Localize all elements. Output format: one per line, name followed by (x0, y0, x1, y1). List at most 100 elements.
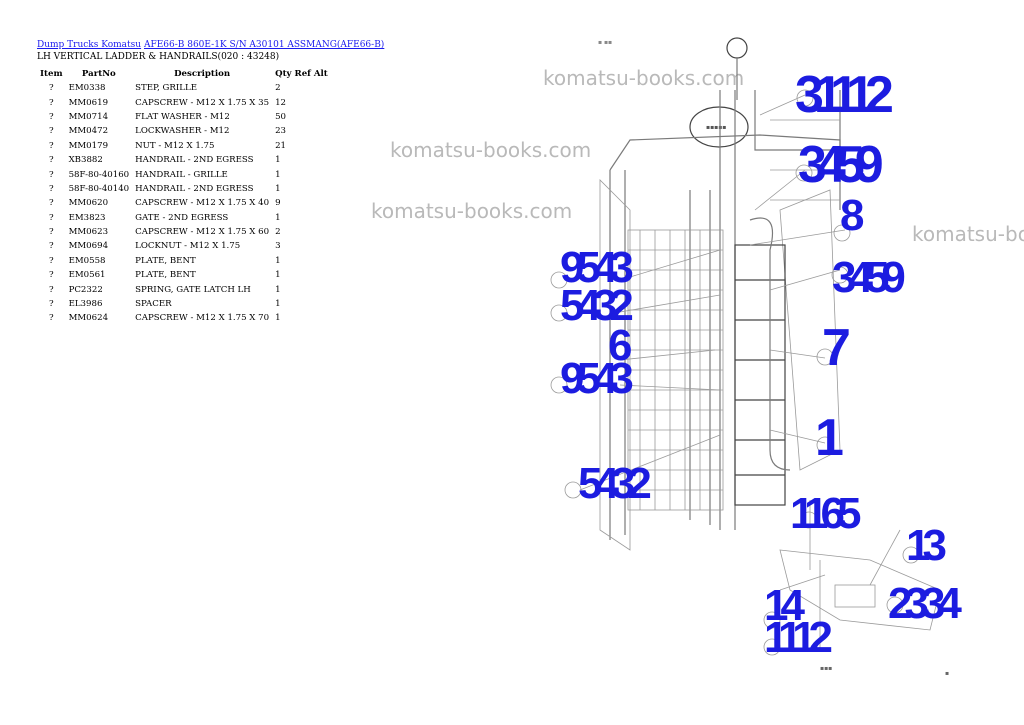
col-item: Item (40, 68, 63, 79)
cell-qty: 50 (275, 111, 287, 122)
cell-qty: 1 (275, 212, 281, 223)
cell-partno: EM0561 (68, 270, 106, 281)
cell-qty: 1 (275, 270, 281, 281)
cell-qty: 2 (275, 83, 281, 94)
table-row: ? EL3986 SPACER 1 (37, 297, 331, 311)
callout-label: 2334 (888, 579, 962, 628)
cell-description: STEP, GRILLE (135, 83, 197, 94)
cell-item: ? (48, 284, 54, 295)
exploded-parts-diagram: ▪ ▪▪ ▪▪▪▪▪ (550, 37, 970, 677)
svg-text:▪▪▪▪▪: ▪▪▪▪▪ (706, 124, 726, 131)
cell-qty: 3 (275, 241, 281, 252)
breadcrumb: Dump Trucks Komatsu AFE66-B 860E-1K S/N … (37, 40, 384, 50)
cell-item: ? (48, 126, 54, 137)
svg-text:▪: ▪ (945, 670, 949, 677)
cell-item: ? (48, 140, 54, 151)
cell-item: ? (48, 227, 54, 238)
table-row: ? EM3823 GATE - 2ND EGRESS 1 (37, 211, 331, 225)
callout-label: 3459 (832, 253, 904, 302)
callout-label: 31112 (795, 66, 892, 124)
cell-partno: MM0619 (68, 97, 109, 108)
page-subtitle: LH VERTICAL LADDER & HANDRAILS(020 : 432… (37, 52, 280, 62)
cell-item: ? (48, 111, 54, 122)
cell-item: ? (48, 198, 54, 209)
cell-partno: EM3823 (68, 212, 106, 223)
cell-description: CAPSCREW - M12 X 1.75 X 60 (135, 227, 270, 238)
cell-qty: 2 (275, 227, 281, 238)
col-qty-label: Qty (275, 68, 292, 79)
watermark: komatsu-books.com (543, 66, 745, 90)
col-ref-label: Ref (294, 68, 311, 79)
col-qty: Qty Ref Alt (272, 66, 331, 81)
cell-description: GATE - 2ND EGRESS (135, 212, 229, 223)
callout-label: 3459 (798, 136, 882, 194)
cell-qty: 1 (275, 183, 281, 194)
cell-description: LOCKWASHER - M12 (135, 126, 230, 137)
cell-partno: EM0558 (68, 255, 106, 266)
cell-qty: 9 (275, 198, 281, 209)
cell-description: SPACER (135, 299, 172, 310)
cell-item: ? (48, 241, 54, 252)
cell-description: SPRING, GATE LATCH LH (135, 284, 251, 295)
cell-description: LOCKNUT - M12 X 1.75 (135, 241, 241, 252)
cell-partno: MM0620 (68, 198, 109, 209)
callout-label: 1165 (790, 489, 861, 538)
cell-description: CAPSCREW - M12 X 1.75 X 35 (135, 97, 270, 108)
table-row: ? MM0620 CAPSCREW - M12 X 1.75 X 40 9 (37, 196, 331, 210)
table-row: ? 58F-80-40160 HANDRAIL - GRILLE 1 (37, 167, 331, 181)
cell-description: PLATE, BENT (135, 255, 196, 266)
cell-partno: PC2322 (68, 284, 103, 295)
cell-item: ? (48, 313, 54, 324)
col-description: Description (174, 68, 231, 79)
cell-description: HANDRAIL - 2ND EGRESS (135, 183, 254, 194)
table-row: ? MM0472 LOCKWASHER - M12 23 (37, 124, 331, 138)
cell-item: ? (48, 97, 54, 108)
cell-partno: MM0472 (68, 126, 109, 137)
cell-qty: 1 (275, 313, 281, 324)
cell-description: HANDRAIL - 2ND EGRESS (135, 155, 254, 166)
cell-partno: MM0624 (68, 313, 109, 324)
svg-text:▪ ▪▪: ▪ ▪▪ (598, 39, 612, 46)
cell-partno: 58F-80-40140 (68, 183, 130, 194)
cell-partno: EM0338 (68, 83, 106, 94)
cell-partno: 58F-80-40160 (68, 169, 130, 180)
cell-partno: EL3986 (68, 299, 103, 310)
cell-qty: 1 (275, 155, 281, 166)
callout-label: 1112 (764, 613, 832, 662)
cell-item: ? (48, 212, 54, 223)
col-partno: PartNo (81, 68, 116, 79)
cell-description: PLATE, BENT (135, 270, 196, 281)
cell-qty: 1 (275, 299, 281, 310)
callout-label: 8 (840, 191, 864, 240)
callout-label: 13 (906, 521, 945, 570)
table-row: ? 58F-80-40140 HANDRAIL - 2ND EGRESS 1 (37, 182, 331, 196)
watermark: komatsu-books.com (390, 138, 592, 162)
cell-description: NUT - M12 X 1.75 (135, 140, 215, 151)
cell-qty: 1 (275, 169, 281, 180)
callout-label: 7 (822, 319, 849, 377)
cell-item: ? (48, 255, 54, 266)
watermark: komatsu-books.com (912, 222, 1024, 246)
cell-qty: 1 (275, 255, 281, 266)
cell-qty: 23 (275, 126, 287, 137)
parts-table: Item PartNo Description Qty Ref Alt ? EM0… (37, 66, 331, 326)
breadcrumb-link-model[interactable]: AFE66-B 860E-1K S/N A30101 ASSMANG(AFE66… (143, 40, 385, 50)
breadcrumb-link-category[interactable]: Dump Trucks Komatsu (37, 40, 142, 50)
callout-label: 9543 (560, 354, 632, 403)
cell-partno: XB3882 (68, 155, 103, 166)
cell-item: ? (48, 183, 54, 194)
cell-description: CAPSCREW - M12 X 1.75 X 40 (135, 198, 270, 209)
cell-description: HANDRAIL - GRILLE (135, 169, 228, 180)
table-row: ? EM0558 PLATE, BENT 1 (37, 254, 331, 268)
cell-item: ? (48, 169, 54, 180)
svg-text:▪▪▪: ▪▪▪ (820, 665, 832, 672)
cell-item: ? (48, 299, 54, 310)
